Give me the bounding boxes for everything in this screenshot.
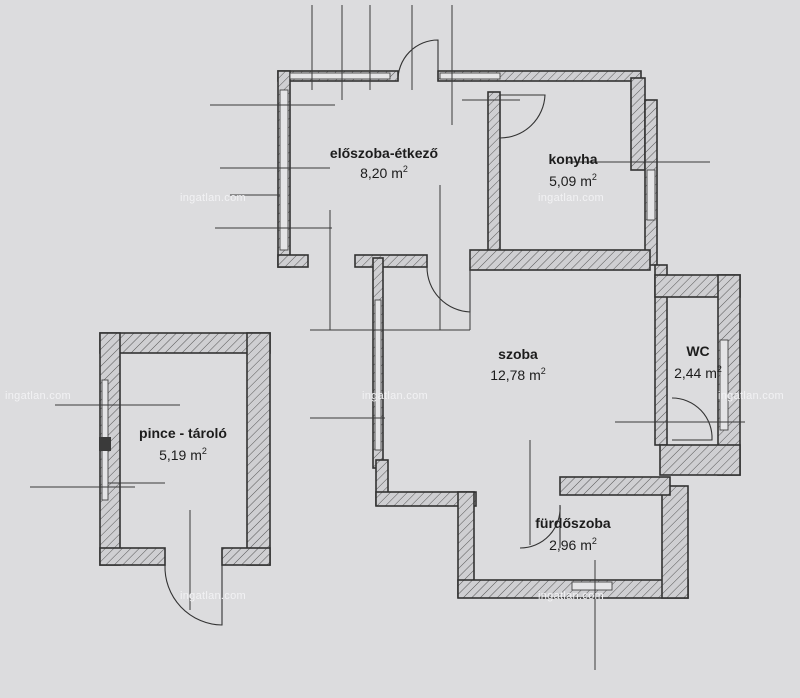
wall-cellar-top: [99, 332, 271, 354]
door-wc: [671, 397, 713, 441]
room-label-eloszoba: előszoba-étkező 8,20 m2: [330, 145, 438, 181]
room-label-szoba: szoba 12,78 m2: [490, 346, 546, 383]
room-area-pince: 5,19 m2: [159, 446, 207, 463]
door-szoba: [426, 266, 471, 313]
grid-lines: [30, 5, 745, 670]
room-area-furdo: 2,96 m2: [549, 536, 597, 553]
wall-bath-right: [661, 485, 689, 599]
room-area-wc: 2,44 m2: [674, 364, 722, 381]
watermark: ingatlan.com: [5, 390, 71, 402]
door-cellar: [164, 564, 223, 626]
room-name-konyha: konyha: [548, 151, 597, 167]
watermark: ingatlan.com: [362, 390, 428, 402]
cellar-vent: [99, 437, 111, 451]
watermark: ingatlan.com: [718, 390, 784, 402]
windows: [279, 72, 729, 591]
watermark: ingatlan.com: [538, 590, 604, 602]
room-name-wc: WC: [686, 343, 709, 359]
door-kitchen: [499, 94, 546, 139]
room-label-wc: WC 2,44 m2: [674, 343, 722, 381]
room-area-szoba: 12,78 m2: [490, 366, 546, 383]
wall-cellar-right: [246, 332, 271, 566]
wall-hall-bottom-left: [277, 254, 309, 268]
room-name-pince: pince - tároló: [139, 425, 227, 441]
door-entrance: [397, 39, 439, 82]
watermarks: ingatlan.com ingatlan.com ingatlan.com i…: [5, 192, 784, 602]
wall-hall-kitchen: [487, 91, 501, 256]
window-szoba-left: [374, 299, 382, 451]
cellar-walls: [99, 332, 271, 566]
window-bath: [571, 581, 613, 591]
wall-cellar-bottom-right: [221, 547, 271, 566]
room-label-furdo: fürdőszoba 2,96 m2: [535, 515, 611, 553]
watermark: ingatlan.com: [180, 192, 246, 204]
wall-wc-bottom: [659, 444, 741, 476]
wall-szoba-bottom: [375, 491, 477, 507]
window-hall-top: [289, 72, 391, 80]
room-name-eloszoba: előszoba-étkező: [330, 145, 438, 161]
wall-hall-bottom-right: [354, 254, 428, 268]
room-name-szoba: szoba: [498, 346, 538, 362]
room-area-eloszoba: 8,20 m2: [360, 164, 408, 181]
wall-bath-top: [559, 476, 671, 496]
window-hall-left: [279, 89, 289, 251]
window-kitchen: [646, 169, 656, 221]
room-label-konyha: konyha 5,09 m2: [548, 151, 597, 189]
room-label-pince: pince - tároló 5,19 m2: [139, 425, 227, 463]
window-top-right: [439, 72, 501, 80]
watermark: ingatlan.com: [538, 192, 604, 204]
door-bath: [519, 504, 561, 549]
doors: [164, 39, 713, 626]
wall-kitchen-right-a: [630, 77, 646, 171]
watermark: ingatlan.com: [180, 590, 246, 602]
wall-kitchen-bottom: [469, 249, 651, 271]
wall-cellar-bottom-left: [99, 547, 166, 566]
room-name-furdo: fürdőszoba: [535, 515, 611, 531]
window-wc: [719, 339, 729, 431]
room-area-konyha: 5,09 m2: [549, 172, 597, 189]
